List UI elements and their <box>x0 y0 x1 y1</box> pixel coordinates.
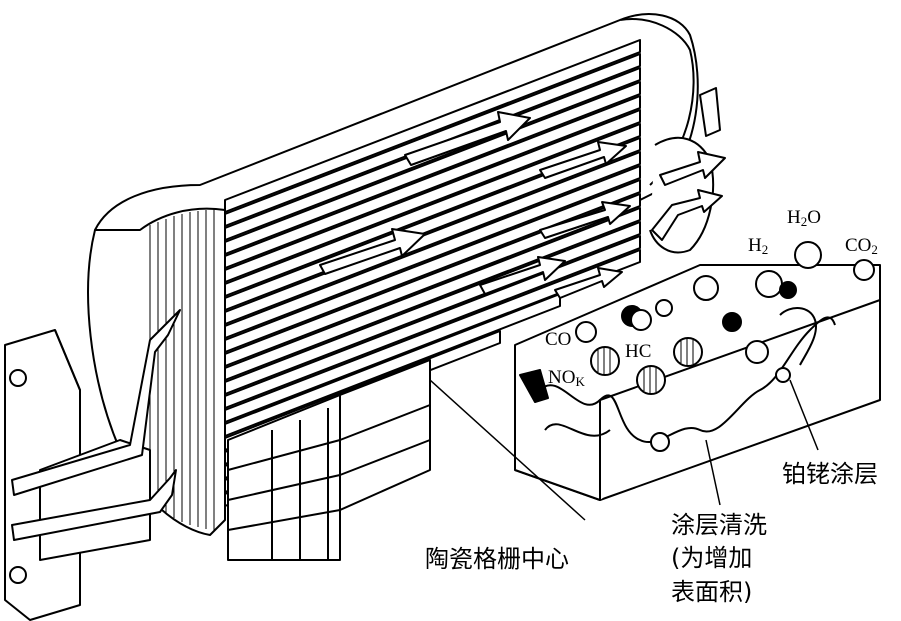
hc-label: HC <box>625 341 652 362</box>
h2o-label: H2O <box>787 207 821 229</box>
molecule-dots <box>519 241 875 452</box>
leader-lines <box>429 379 819 521</box>
h2-label: H2 <box>748 235 769 257</box>
washcoat-label-line2: (为增加 <box>671 544 753 572</box>
ceramic-grid <box>227 359 431 561</box>
inlet-arrow-bottom <box>11 469 177 541</box>
platinum-coating-label: 铂铑涂层 <box>782 460 878 488</box>
molecule-hatching <box>597 339 694 393</box>
flange-hole-bottom <box>9 566 27 584</box>
co-label: CO <box>545 329 572 350</box>
washcoat-label-line1: 涂层清洗 <box>671 511 767 539</box>
front-grid-lines <box>149 209 215 531</box>
washcoat-surface <box>539 316 836 443</box>
washcoat-label-line3: 表面积) <box>671 578 753 606</box>
housing-bracket <box>699 87 721 137</box>
flange-hole-top <box>9 369 27 387</box>
nox-label: NOK <box>548 367 585 389</box>
outlet-arrow-1 <box>659 151 726 186</box>
co2-label: CO2 <box>845 235 878 257</box>
inlet-arrow-top <box>11 309 181 496</box>
ceramic-core-label: 陶瓷格栅中心 <box>425 545 569 573</box>
outlet-arrow-2 <box>651 189 723 241</box>
flow-arrows <box>319 111 631 299</box>
